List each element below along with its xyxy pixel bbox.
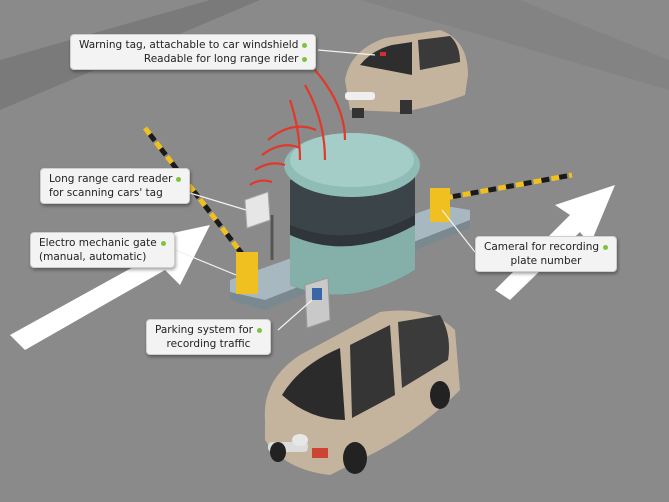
leader-lines bbox=[174, 49, 476, 331]
callout-camera-line1: Cameral for recording bbox=[484, 241, 600, 253]
callout-dot-icon bbox=[302, 42, 308, 48]
callout-camera-line2: plate number bbox=[510, 255, 582, 267]
left-gate bbox=[143, 126, 258, 294]
callout-camera: Cameral for recording plate number bbox=[475, 236, 618, 272]
callout-warning-tag-line1: Warning tag, attachable to car windshiel… bbox=[79, 39, 299, 51]
callout-parking-system: Parking system for recording traffic bbox=[146, 319, 272, 355]
callout-dot-icon bbox=[160, 240, 166, 246]
callout-parking-system-line1: Parking system for bbox=[155, 324, 254, 336]
signal-waves bbox=[249, 69, 347, 186]
booth bbox=[284, 133, 420, 295]
callout-gate: Electro mechanic gate (manual, automatic… bbox=[30, 232, 175, 268]
booth-roof-top bbox=[290, 133, 414, 187]
island-platform-edge bbox=[230, 220, 470, 310]
callout-card-reader: Long range card reader for scanning cars… bbox=[40, 168, 191, 204]
parking-terminal bbox=[304, 277, 331, 329]
callout-parking-system-line2: recording traffic bbox=[166, 338, 251, 350]
car-top bbox=[345, 30, 468, 118]
card-reader bbox=[244, 191, 274, 260]
callout-card-reader-line2: for scanning cars' tag bbox=[49, 187, 163, 199]
callout-gate-line1: Electro mechanic gate bbox=[39, 237, 157, 249]
callout-warning-tag: Warning tag, attachable to car windshiel… bbox=[70, 34, 317, 70]
callout-gate-line2: (manual, automatic) bbox=[39, 251, 147, 263]
booth-lower-panel bbox=[290, 225, 415, 295]
car-bottom bbox=[264, 310, 460, 475]
callout-dot-icon bbox=[302, 56, 308, 62]
callout-card-reader-line1: Long range card reader bbox=[49, 173, 173, 185]
left-gate-post bbox=[236, 252, 258, 294]
callout-dot-icon bbox=[603, 244, 609, 250]
callout-warning-tag-line2: Readable for long range rider bbox=[143, 53, 299, 65]
callout-dot-icon bbox=[176, 176, 182, 182]
callout-dot-icon bbox=[257, 327, 263, 333]
